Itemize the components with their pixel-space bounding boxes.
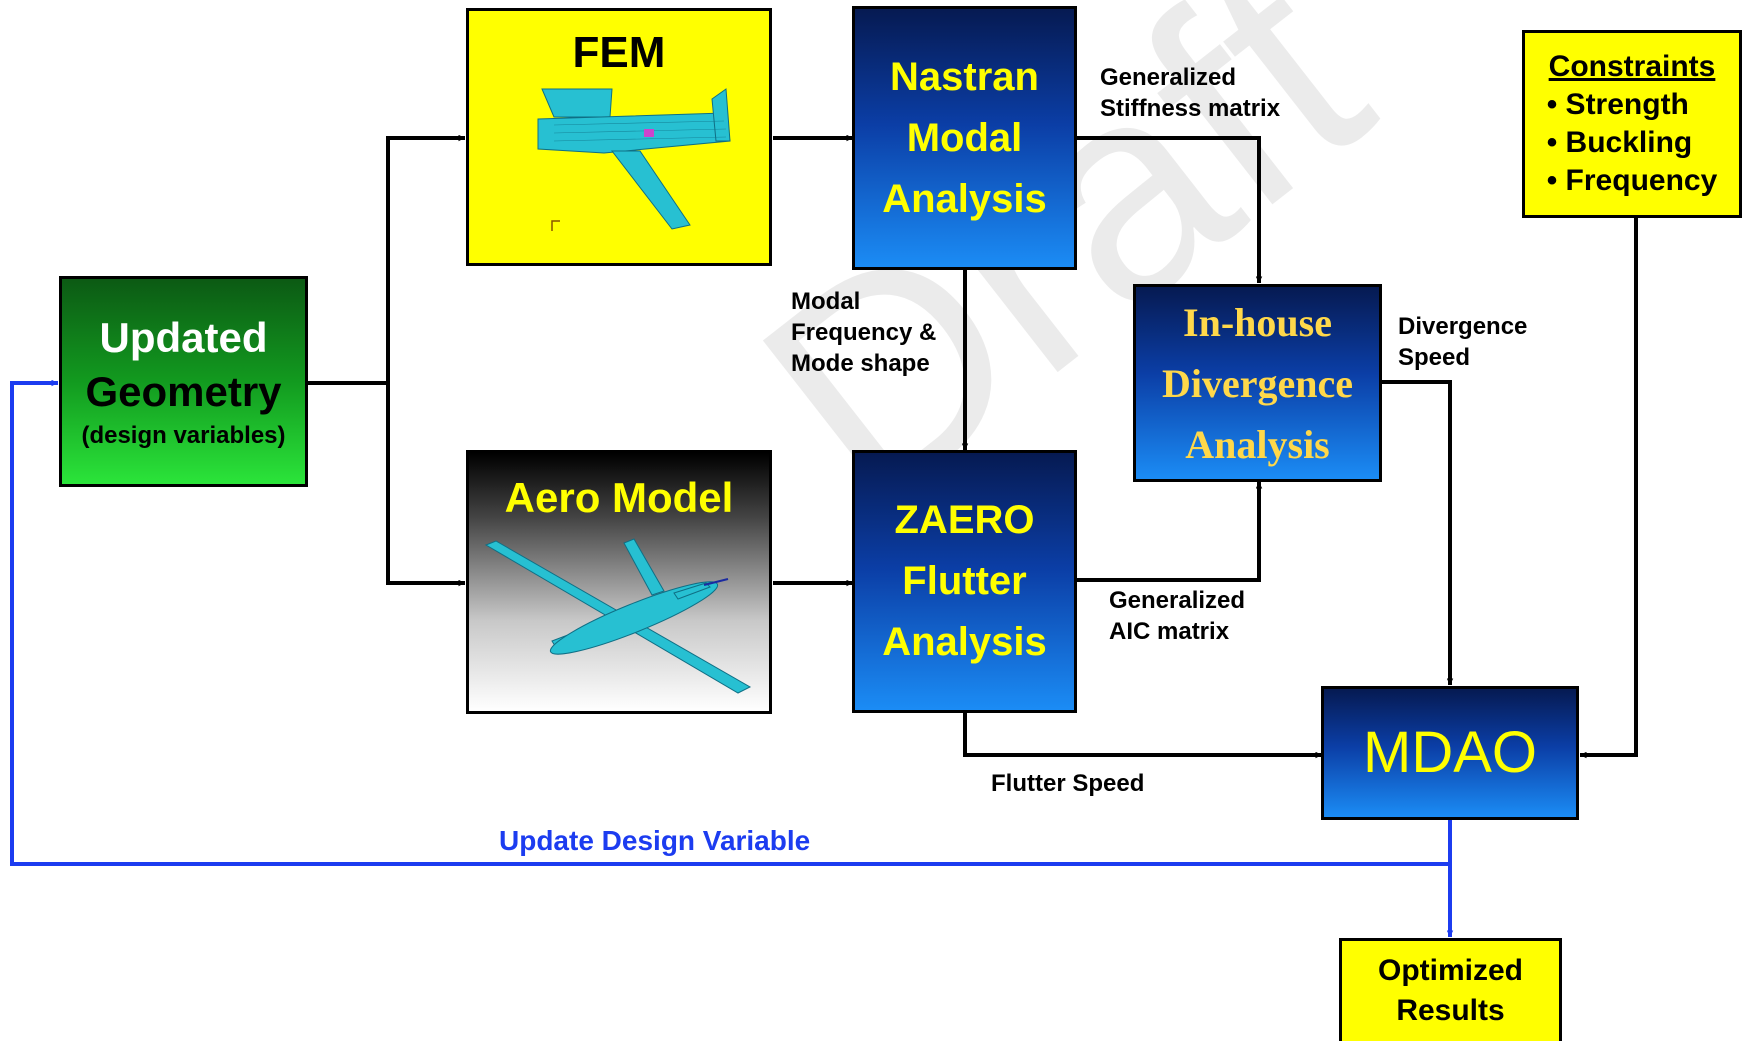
label-aic-line2: AIC matrix <box>1109 618 1230 645</box>
updated-line2: Geometry <box>85 367 282 415</box>
optimized-results-box: Optimized Results <box>1339 938 1562 1041</box>
label-stiffness-line2: Stiffness matrix <box>1100 95 1281 122</box>
zaero-line1: ZAERO <box>894 498 1035 542</box>
label-modal-line2: Frequency & <box>791 319 937 346</box>
divergence-line1: In-house <box>1183 299 1332 345</box>
nastran-line1: Nastran <box>890 54 1039 99</box>
updated-geometry-box: Updated Geometry (design variables) <box>59 276 308 487</box>
label-modal-line3: Mode shape <box>791 350 930 377</box>
optimized-line2: Results <box>1396 994 1505 1027</box>
zaero-line2: Flutter <box>902 559 1027 603</box>
arrow-zaero-to-mdao <box>963 713 1322 759</box>
divergence-analysis-box: In-house Divergence Analysis <box>1133 284 1382 482</box>
feedback-loop-line <box>10 379 1450 866</box>
zaero-flutter-analysis-box: ZAERO Flutter Analysis <box>852 450 1077 713</box>
label-modal-frequency: Modal Frequency & Mode shape <box>791 286 936 379</box>
constraint-buckling: • Buckling <box>1546 126 1693 159</box>
divergence-line2: Divergence <box>1161 360 1353 406</box>
label-generalized-aic: Generalized AIC matrix <box>1109 585 1245 647</box>
constraint-strength: • Strength <box>1546 88 1689 121</box>
divergence-line3: Analysis <box>1185 421 1330 467</box>
arrow-geometry-to-aero <box>386 383 465 587</box>
label-aic-line1: Generalized <box>1109 587 1246 614</box>
label-stiffness-line1: Generalized <box>1100 64 1237 91</box>
label-flutter-speed: Flutter Speed <box>991 770 1145 797</box>
nastran-modal-analysis-box: Nastran Modal Analysis <box>852 6 1077 270</box>
constraints-box: Constraints • Strength • Buckling • Freq… <box>1522 30 1742 218</box>
label-divspeed-line2: Speed <box>1398 344 1471 371</box>
updated-line3: (design variables) <box>81 421 286 449</box>
arrow-nastran-to-divergence <box>1076 136 1263 283</box>
arrow-zaero-to-divergence <box>1076 482 1263 582</box>
updated-line1: Updated <box>99 313 268 361</box>
mdao-box: MDAO <box>1321 686 1579 820</box>
fem-box: FEM <box>466 8 772 266</box>
label-divspeed-line1: Divergence <box>1398 313 1528 340</box>
arrow-constraints-to-mdao <box>1580 218 1638 759</box>
nastran-line2: Modal <box>906 115 1023 160</box>
aero-model-box: Aero Model <box>466 450 772 714</box>
constraints-title: Constraints <box>1548 50 1716 83</box>
zaero-line3: Analysis <box>882 620 1047 664</box>
nastran-line3: Analysis <box>882 176 1047 221</box>
mdao-title: MDAO <box>1363 720 1537 785</box>
aero-title: Aero Model <box>504 474 734 521</box>
label-modal-line1: Modal <box>791 288 861 315</box>
arrow-divergence-to-mdao <box>1382 380 1454 685</box>
optimized-line1: Optimized <box>1377 954 1523 987</box>
fem-aircraft-image <box>537 88 731 231</box>
label-update-design-variable: Update Design Variable <box>499 825 811 856</box>
constraint-frequency: • Frequency <box>1546 164 1718 197</box>
arrow-geometry-to-fem <box>308 134 465 385</box>
label-divergence-speed: Divergence Speed <box>1398 311 1527 373</box>
label-generalized-stiffness: Generalized Stiffness matrix <box>1100 62 1280 124</box>
aero-aircraft-image <box>484 538 752 694</box>
fem-title: FEM <box>572 28 666 77</box>
